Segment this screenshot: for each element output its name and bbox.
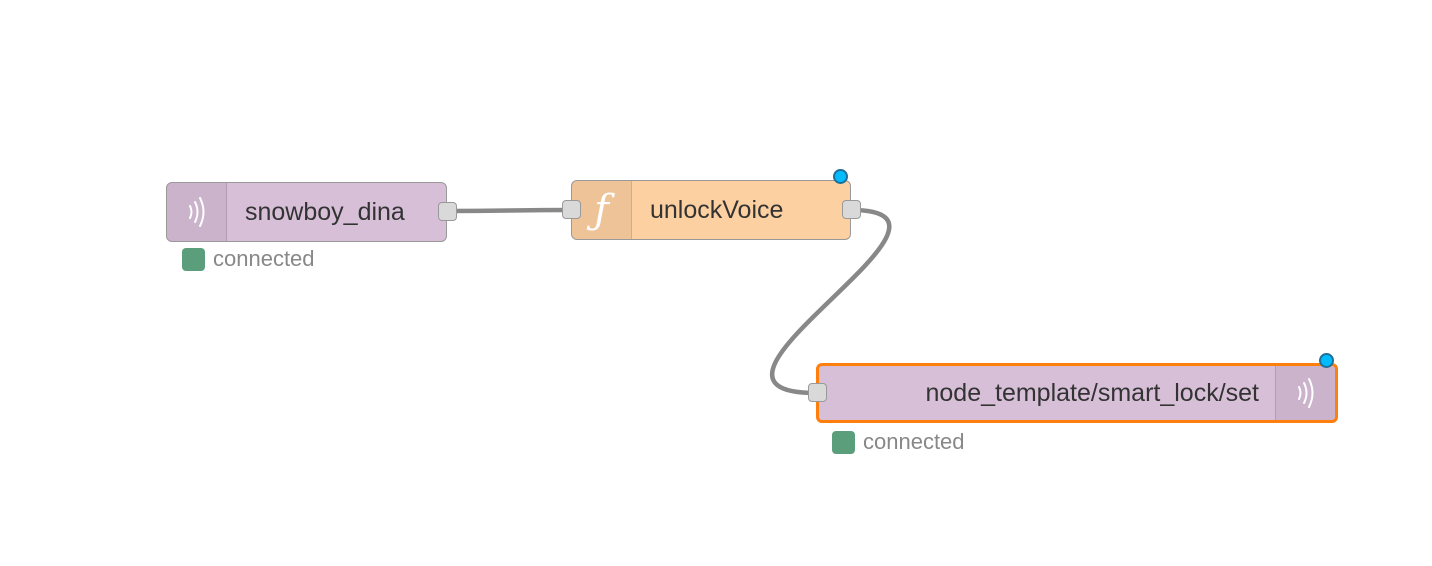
bridge-icon: [188, 197, 204, 227]
node-status: connected: [832, 429, 965, 455]
changed-indicator-icon: [1319, 353, 1334, 368]
node-label: unlockVoice: [650, 195, 784, 224]
node-icon-area: [167, 183, 227, 241]
node-smart-lock-set[interactable]: node_template/smart_lock/set: [808, 363, 1338, 423]
wire-unlock-to-smartlock[interactable]: [770, 207, 892, 396]
changed-indicator-icon: [833, 169, 848, 184]
status-text: connected: [213, 246, 315, 271]
node-icon-area: [1275, 366, 1335, 420]
node-label: snowboy_dina: [245, 197, 405, 226]
node-unlock-voice[interactable]: ƒ unlockVoice: [562, 180, 861, 240]
bridge-icon: [1297, 378, 1313, 408]
input-port[interactable]: [562, 200, 581, 219]
node-icon-area: ƒ: [572, 181, 632, 239]
function-icon: ƒ: [594, 187, 609, 233]
status-dot-icon: [182, 247, 205, 271]
output-port[interactable]: [438, 202, 457, 221]
node-status: connected: [182, 246, 315, 272]
input-port[interactable]: [808, 383, 827, 402]
wire-snowboy-to-unlock[interactable]: [446, 207, 572, 214]
output-port[interactable]: [842, 200, 861, 219]
status-text: connected: [863, 429, 965, 454]
status-dot-icon: [832, 430, 855, 454]
node-label: node_template/smart_lock/set: [925, 378, 1259, 407]
node-snowboy-dina[interactable]: snowboy_dina: [166, 182, 457, 242]
